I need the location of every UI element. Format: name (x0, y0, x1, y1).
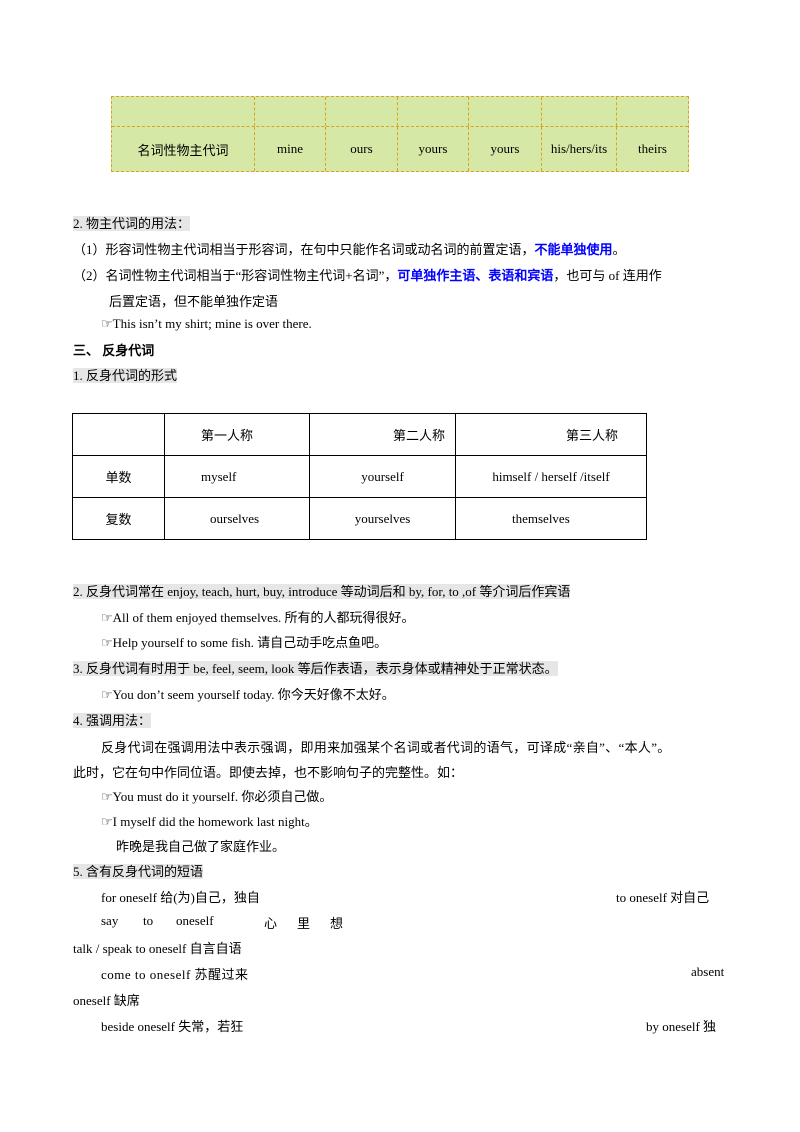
phrase-item: come to oneself 苏醒过来 (101, 967, 249, 982)
example-sentence: ☞You don’t seem yourself today. 你今天好像不太好… (101, 687, 395, 702)
row-label: 名词性物主代词 (112, 127, 255, 171)
table-cell: yourselves (309, 497, 456, 540)
example-sentence: ☞All of them enjoyed themselves. 所有的人都玩得… (101, 610, 415, 625)
table-cell: themselves (455, 497, 647, 540)
example-sentence: ☞You must do it yourself. 你必须自己做。 (101, 789, 333, 804)
emphasis-text: 可单独作主语、表语和宾语 (397, 268, 554, 283)
table-cell: yourself (309, 455, 456, 498)
phrase-item: by oneself 独 (646, 1019, 717, 1034)
phrase-word: say (101, 913, 119, 928)
point-title: 3. 反身代词有时用于 be, feel, seem, look 等后作表语，表… (73, 661, 558, 676)
section-title: 2. 物主代词的用法： (73, 216, 191, 231)
table-row: 单数 myself yourself himself / herself /it… (72, 455, 647, 498)
table-cell (542, 97, 617, 126)
phrase-item: for oneself 给(为)自己，独自 (101, 890, 260, 905)
table-cell: mine (255, 127, 326, 171)
phrase-item: oneself 缺席 (73, 993, 140, 1008)
point-title: 2. 反身代词常在 enjoy, teach, hurt, buy, intro… (73, 584, 571, 599)
phrase-word: to (143, 913, 154, 928)
table-header: 第二人称 (309, 413, 456, 456)
phrase-word: 心 (264, 916, 278, 931)
phrase-item: beside oneself 失常，若狂 (101, 1019, 244, 1034)
table-row: 名词性物主代词 mine ours yours yours his/hers/i… (112, 127, 688, 171)
paragraph: （1）形容词性物主代词相当于形容词，在句中只能作名词或动名词的前置定语，不能单独… (73, 239, 626, 258)
paragraph: 此时，它在句中作同位语。即使去掉，也不影响句子的完整性。如： (73, 765, 464, 780)
example-sentence: ☞This isn’t my shirt; mine is over there… (101, 316, 312, 331)
table-cell: yours (469, 127, 542, 171)
subheading: 1. 反身代词的形式 (73, 365, 178, 384)
table-cell (72, 413, 165, 456)
point-title: 5. 含有反身代词的短语 (73, 864, 204, 879)
table-cell: his/hers/its (542, 127, 617, 171)
point-heading: 4. 强调用法： (73, 710, 152, 729)
text: （2）名词性物主代词相当于“形容词性物主代词+名词”， (73, 268, 398, 283)
paragraph: 反身代词在强调用法中表示强调，即用来加强某个名词或者代词的语气，可译成“亲自”、… (101, 740, 671, 755)
table-cell (255, 97, 326, 126)
table-cell (326, 97, 398, 126)
table-cell: yours (398, 127, 469, 171)
table-header: 第一人称 (164, 413, 310, 456)
text: ，也可与 of 连用作 (553, 268, 662, 283)
phrase-item: to oneself 对自己 (616, 890, 710, 905)
phrase-word: oneself (176, 913, 214, 928)
possessive-pronoun-table: 名词性物主代词 mine ours yours yours his/hers/i… (111, 96, 689, 172)
point-heading: 5. 含有反身代词的短语 (73, 861, 204, 880)
table-cell (617, 97, 688, 126)
text: 后置定语，但不能单独作定语 (109, 294, 279, 309)
table-cell: 复数 (72, 497, 165, 540)
text: （1）形容词性物主代词相当于形容词，在句中只能作名词或动名词的前置定语， (73, 242, 535, 257)
table-cell (469, 97, 542, 126)
emphasis-text: 不能单独使用 (534, 242, 613, 257)
table-cell: myself (164, 455, 310, 498)
table-cell: ours (326, 127, 398, 171)
translation: 昨晚是我自己做了家庭作业。 (116, 839, 286, 854)
table-header: 第三人称 (455, 413, 647, 456)
table-cell (398, 97, 469, 126)
table-cell: himself / herself /itself (455, 455, 647, 498)
phrase-item: talk / speak to oneself 自言自语 (73, 941, 242, 956)
table-cell: 单数 (72, 455, 165, 498)
table-cell: ourselves (164, 497, 310, 540)
phrase-word: 想 (330, 916, 344, 931)
table-header-row: 第一人称 第二人称 第三人称 (72, 413, 647, 456)
point-title: 4. 强调用法： (73, 713, 152, 728)
phrase-word: 里 (297, 916, 311, 931)
paragraph: （2）名词性物主代词相当于“形容词性物主代词+名词”，可单独作主语、表语和宾语，… (73, 265, 662, 284)
point-heading: 2. 反身代词常在 enjoy, teach, hurt, buy, intro… (73, 581, 571, 600)
text: 。 (612, 242, 626, 257)
table-row: 复数 ourselves yourselves themselves (72, 497, 647, 540)
reflexive-pronoun-table: 第一人称 第二人称 第三人称 单数 myself yourself himsel… (72, 413, 647, 540)
table-cell (112, 97, 255, 126)
table-cell: theirs (638, 141, 667, 156)
section-heading: 三、 反身代词 (73, 343, 155, 358)
subheading-text: 1. 反身代词的形式 (73, 368, 178, 383)
example-sentence: ☞I myself did the homework last night。 (101, 814, 318, 829)
table-row (112, 97, 688, 127)
example-sentence: ☞Help yourself to some fish. 请自己动手吃点鱼吧。 (101, 635, 388, 650)
point-heading: 3. 反身代词有时用于 be, feel, seem, look 等后作表语，表… (73, 658, 558, 677)
phrase-item: absent (691, 964, 725, 979)
section-heading: 2. 物主代词的用法： (73, 213, 191, 232)
